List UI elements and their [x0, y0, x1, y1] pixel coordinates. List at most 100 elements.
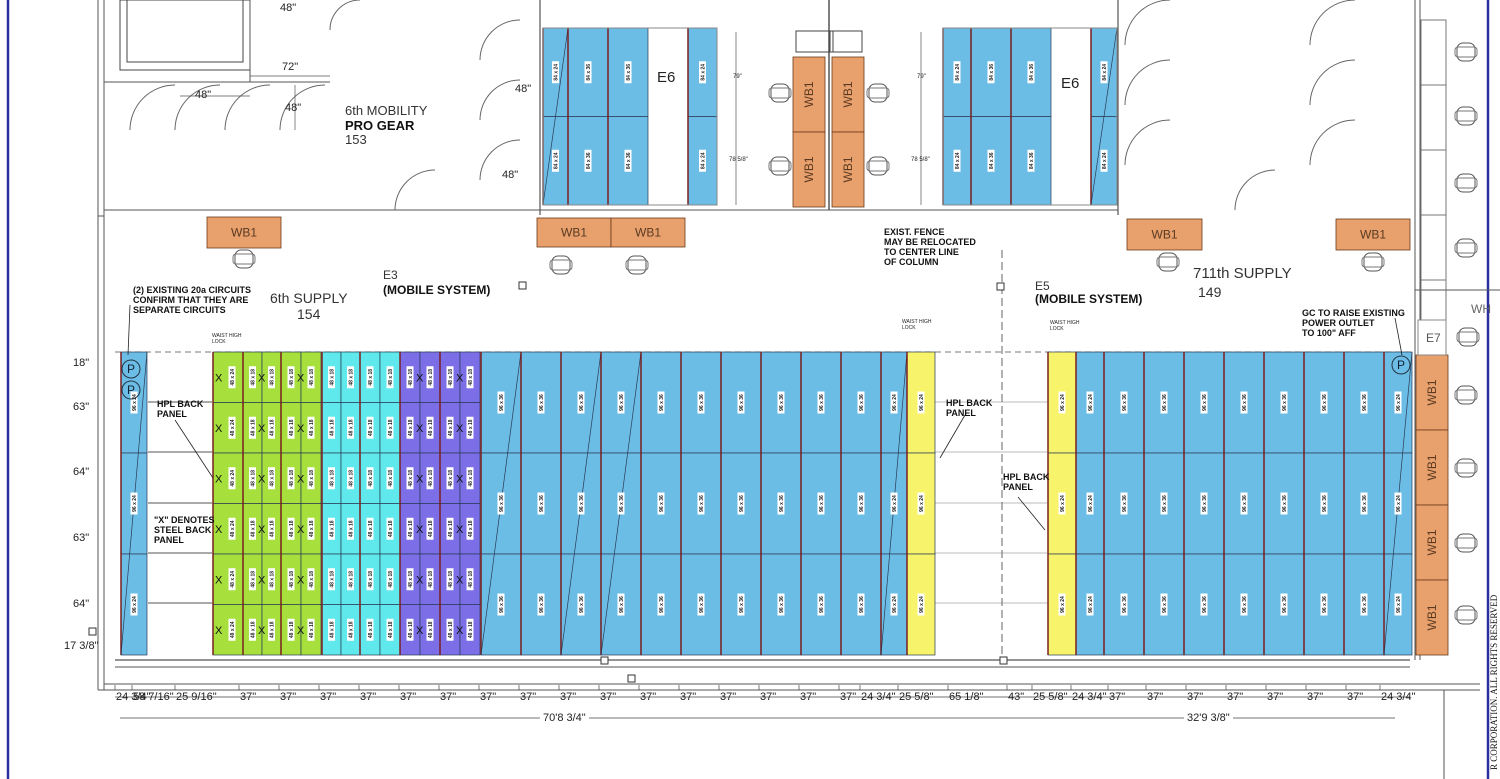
unit-size-label: 96 x 24	[1086, 593, 1094, 616]
unit-label-bg	[347, 618, 354, 641]
unit-label-bg	[1360, 492, 1368, 515]
unit-size-label: 96 x 36	[1120, 391, 1128, 414]
unit-label-bg	[406, 618, 414, 641]
unit-label-text: 48 x 18	[251, 419, 257, 436]
unit-label-bg	[624, 61, 632, 84]
unit-label-text: 84 x 24	[1102, 64, 1108, 81]
unit-label-bg	[497, 593, 505, 616]
unit-size-label: 96 x 36	[1240, 492, 1248, 515]
unit-label-text: 48 x 18	[270, 621, 276, 638]
unit-label-text: 96 x 36	[539, 495, 545, 512]
unit-label-bg	[584, 149, 592, 172]
bottom-dim-label: 24 3/4"	[861, 691, 896, 703]
unit-size-label: 84 x 36	[584, 61, 592, 84]
unit-size-label: 48 x 18	[386, 416, 394, 439]
unit-label-text: 48 x 18	[368, 621, 374, 638]
unit-label-text: 84 x 36	[989, 64, 995, 81]
bottom-dim-label: 37"	[640, 691, 657, 703]
unit-label-text: 96 x 36	[699, 495, 705, 512]
unit-size-label: 48 x 18	[287, 467, 295, 490]
unit-label-bg	[1100, 149, 1108, 172]
unit-label-bg	[1120, 391, 1128, 414]
bottom-dim-label: 25 5/8"	[899, 691, 934, 703]
chair-icon	[1454, 238, 1478, 258]
unit-size-label: 48 x 18	[406, 366, 414, 389]
cabinet	[1420, 149, 1447, 216]
bottom-dim-label: 37"	[680, 691, 697, 703]
unit-size-label: 48 x 18	[406, 416, 414, 439]
unit-size-label: 96 x 36	[737, 492, 745, 515]
unit-size-label: 96 x 36	[857, 492, 865, 515]
unit-label-bg	[1120, 593, 1128, 616]
note-line: MAY BE RELOCATED	[884, 236, 976, 247]
unit-label-text: 96 x 36	[1202, 495, 1208, 512]
steel-back-panel-x-mark: X	[297, 524, 305, 536]
note-hpl-mid: HPL BACK PANEL	[946, 398, 992, 419]
unit-size-label: 84 x 36	[987, 149, 995, 172]
unit-size-label: 48 x 18	[287, 416, 295, 439]
column-marker	[996, 282, 1005, 291]
unit-label-text: 48 x 18	[270, 470, 276, 487]
steel-back-panel-x-mark: X	[258, 372, 266, 384]
workbench-label: WB1	[802, 81, 816, 107]
unit-label-text: 48 x 18	[468, 369, 474, 386]
unit-label-text: 96 x 36	[1282, 596, 1288, 613]
power-outlet-label: P	[1397, 358, 1405, 372]
unit-size-label: 48 x 18	[328, 517, 336, 540]
unit-size-label: 48 x 18	[347, 366, 355, 389]
unit-size-label: 96 x 36	[1280, 391, 1288, 414]
unit-label-text: 48 x 18	[448, 621, 454, 638]
dim-label: 48"	[515, 83, 532, 95]
room-name-711th-supply: 711th SUPPLY	[1193, 265, 1292, 282]
unit-label-bg	[1320, 593, 1328, 616]
unit-label-bg	[987, 61, 995, 84]
wh-tag: WH	[1471, 302, 1491, 316]
unit-label-bg	[406, 517, 414, 540]
unit-size-label: 96 x 36	[697, 492, 705, 515]
unit-size-label: 48 x 18	[268, 618, 276, 641]
door-swing	[1124, 0, 1171, 46]
unit-size-label: 48 x 18	[426, 366, 434, 389]
unit-size-label: 96 x 36	[617, 391, 625, 414]
unit-size-label: 48 x 18	[446, 416, 454, 439]
chair-arms	[1456, 331, 1480, 343]
unit-label-bg	[268, 467, 275, 490]
cabinet	[1420, 84, 1447, 151]
dim-label: 78 5/8"	[911, 157, 930, 163]
chair-icon	[768, 83, 792, 103]
unit-size-label: 96 x 36	[1200, 492, 1208, 515]
unit-label-text: 96 x 24	[1060, 394, 1066, 411]
unit-label-text: 48 x 18	[309, 520, 315, 537]
unit-label-bg	[1120, 492, 1128, 515]
cabinet	[829, 30, 863, 53]
left-dim: 18"	[73, 357, 90, 369]
unit-label-text: 84 x 36	[626, 152, 632, 169]
workbench-label: WB1	[1425, 529, 1439, 555]
unit-label-text: 48 x 18	[408, 571, 414, 588]
unit-label-bg	[552, 61, 559, 84]
unit-size-label: 48 x 18	[366, 416, 374, 439]
unit-size-label: 48 x 18	[446, 467, 454, 490]
unit-size-label: 96 x 24	[130, 492, 138, 515]
shelving-unit	[906, 351, 936, 656]
bottom-dim-label: 24 3/4"	[1072, 691, 1107, 703]
left-dim: 17 3/8"	[64, 640, 99, 652]
unit-label-bg	[699, 61, 706, 84]
unit-label-text: 48 x 18	[408, 520, 414, 537]
workbench-segment	[831, 56, 865, 133]
steel-back-panel-x-mark: X	[258, 473, 266, 485]
unit-label-text: 48 x 18	[388, 621, 394, 638]
unit-label-text: 84 x 24	[701, 152, 707, 169]
unit-size-label: 48 x 18	[366, 618, 374, 641]
unit-label-text: 48 x 18	[289, 520, 295, 537]
room-name-6th-supply: 6th SUPPLY	[270, 290, 348, 306]
unit-size-label: 48 x 18	[328, 618, 336, 641]
shelving-unit	[720, 351, 762, 656]
unit-size-label: 96 x 36	[657, 593, 665, 616]
workbench-segment	[206, 216, 282, 249]
unit-size-label: 84 x 36	[1027, 61, 1035, 84]
unit-label-text: 96 x 36	[699, 394, 705, 411]
unit-label-text: 48 x 18	[428, 369, 434, 386]
unit-size-label: 48 x 18	[426, 416, 434, 439]
unit-label-bg	[1200, 492, 1208, 515]
